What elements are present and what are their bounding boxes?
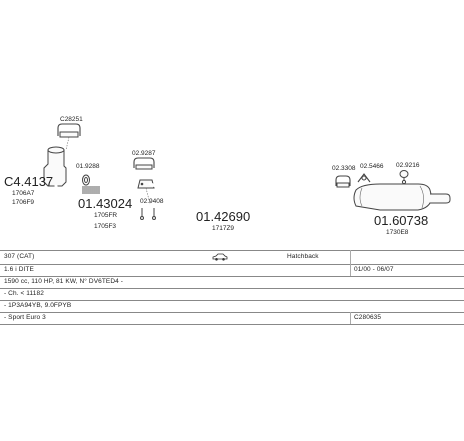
clamp-top-label: C28251 — [60, 116, 83, 123]
model-name: 307 (CAT) — [4, 253, 35, 260]
clamp-rear-2-label: 02.5466 — [360, 163, 384, 170]
engine-name: 1.6 i DITE — [4, 266, 34, 273]
engine-codes: - 1P3A94YB, 9.0FPYB — [4, 302, 72, 309]
rear-silencer-part — [353, 183, 451, 211]
front-pipe-ref-1: 1706A7 — [12, 190, 35, 197]
info-row-model: 307 (CAT) Hatchback — [0, 252, 464, 264]
chassis-range: - Ch. < 11182 — [4, 290, 44, 297]
body-type: Hatchback — [287, 253, 319, 260]
gasket-1-label: 01.9288 — [76, 163, 100, 170]
flexi-pipe-part — [78, 174, 130, 194]
info-row-spec: 1590 cc, 110 HP, 81 KW, N° DV6TED4 - — [0, 277, 464, 289]
car-icon — [212, 252, 228, 263]
front-pipe-ref-2: 1706F9 — [12, 199, 34, 206]
engine-spec: 1590 cc, 110 HP, 81 KW, N° DV6TED4 - — [4, 278, 124, 285]
centre-pipe-part — [148, 180, 346, 206]
clamp-mid-label: 02.9287 — [132, 150, 156, 157]
flexi-pipe-ref-1: 1705FR — [94, 212, 117, 219]
front-pipe-number: C4.4137 — [4, 174, 53, 189]
gasket-2-label: 02.9408 — [140, 198, 164, 205]
clamp-mid-part — [133, 157, 155, 170]
centre-pipe-ref: 1717Z9 — [212, 225, 234, 232]
flexi-pipe-number: 01.43024 — [78, 196, 132, 211]
rear-silencer-number: 01.60738 — [374, 213, 428, 228]
clamp-rear-part — [335, 175, 351, 188]
info-row-engine: 1.6 i DITE 01/00 - 06/07 — [0, 265, 464, 277]
flexi-pipe-ref-2: 1705F3 — [94, 223, 116, 230]
gasket-2-hardware — [140, 208, 156, 220]
centre-pipe-number: 01.42690 — [196, 209, 250, 224]
exhaust-system-diagram: C28251 C4.4137 1706A7 1706F9 01.9288 01.… — [4, 116, 451, 236]
clamp-rear-2-part — [357, 173, 371, 183]
clamp-top-part — [57, 123, 81, 151]
rubber-mount-label: 02.9216 — [396, 162, 420, 169]
info-row-chassis: - Ch. < 11182 — [0, 289, 464, 301]
gasket-1-part — [82, 174, 90, 186]
info-row-codes: - 1P3A94YB, 9.0FPYB — [0, 301, 464, 313]
date-range: 01/00 - 06/07 — [354, 266, 394, 273]
variant-name: - Sport Euro 3 — [4, 314, 46, 321]
front-pipe-catalyst-part — [43, 146, 80, 204]
clamp-rear-label: 02.3308 — [332, 165, 356, 172]
kit-code: C280635 — [354, 314, 382, 321]
info-row-variant: - Sport Euro 3 C280635 — [0, 313, 464, 325]
rear-silencer-ref: 1730E8 — [386, 229, 409, 236]
